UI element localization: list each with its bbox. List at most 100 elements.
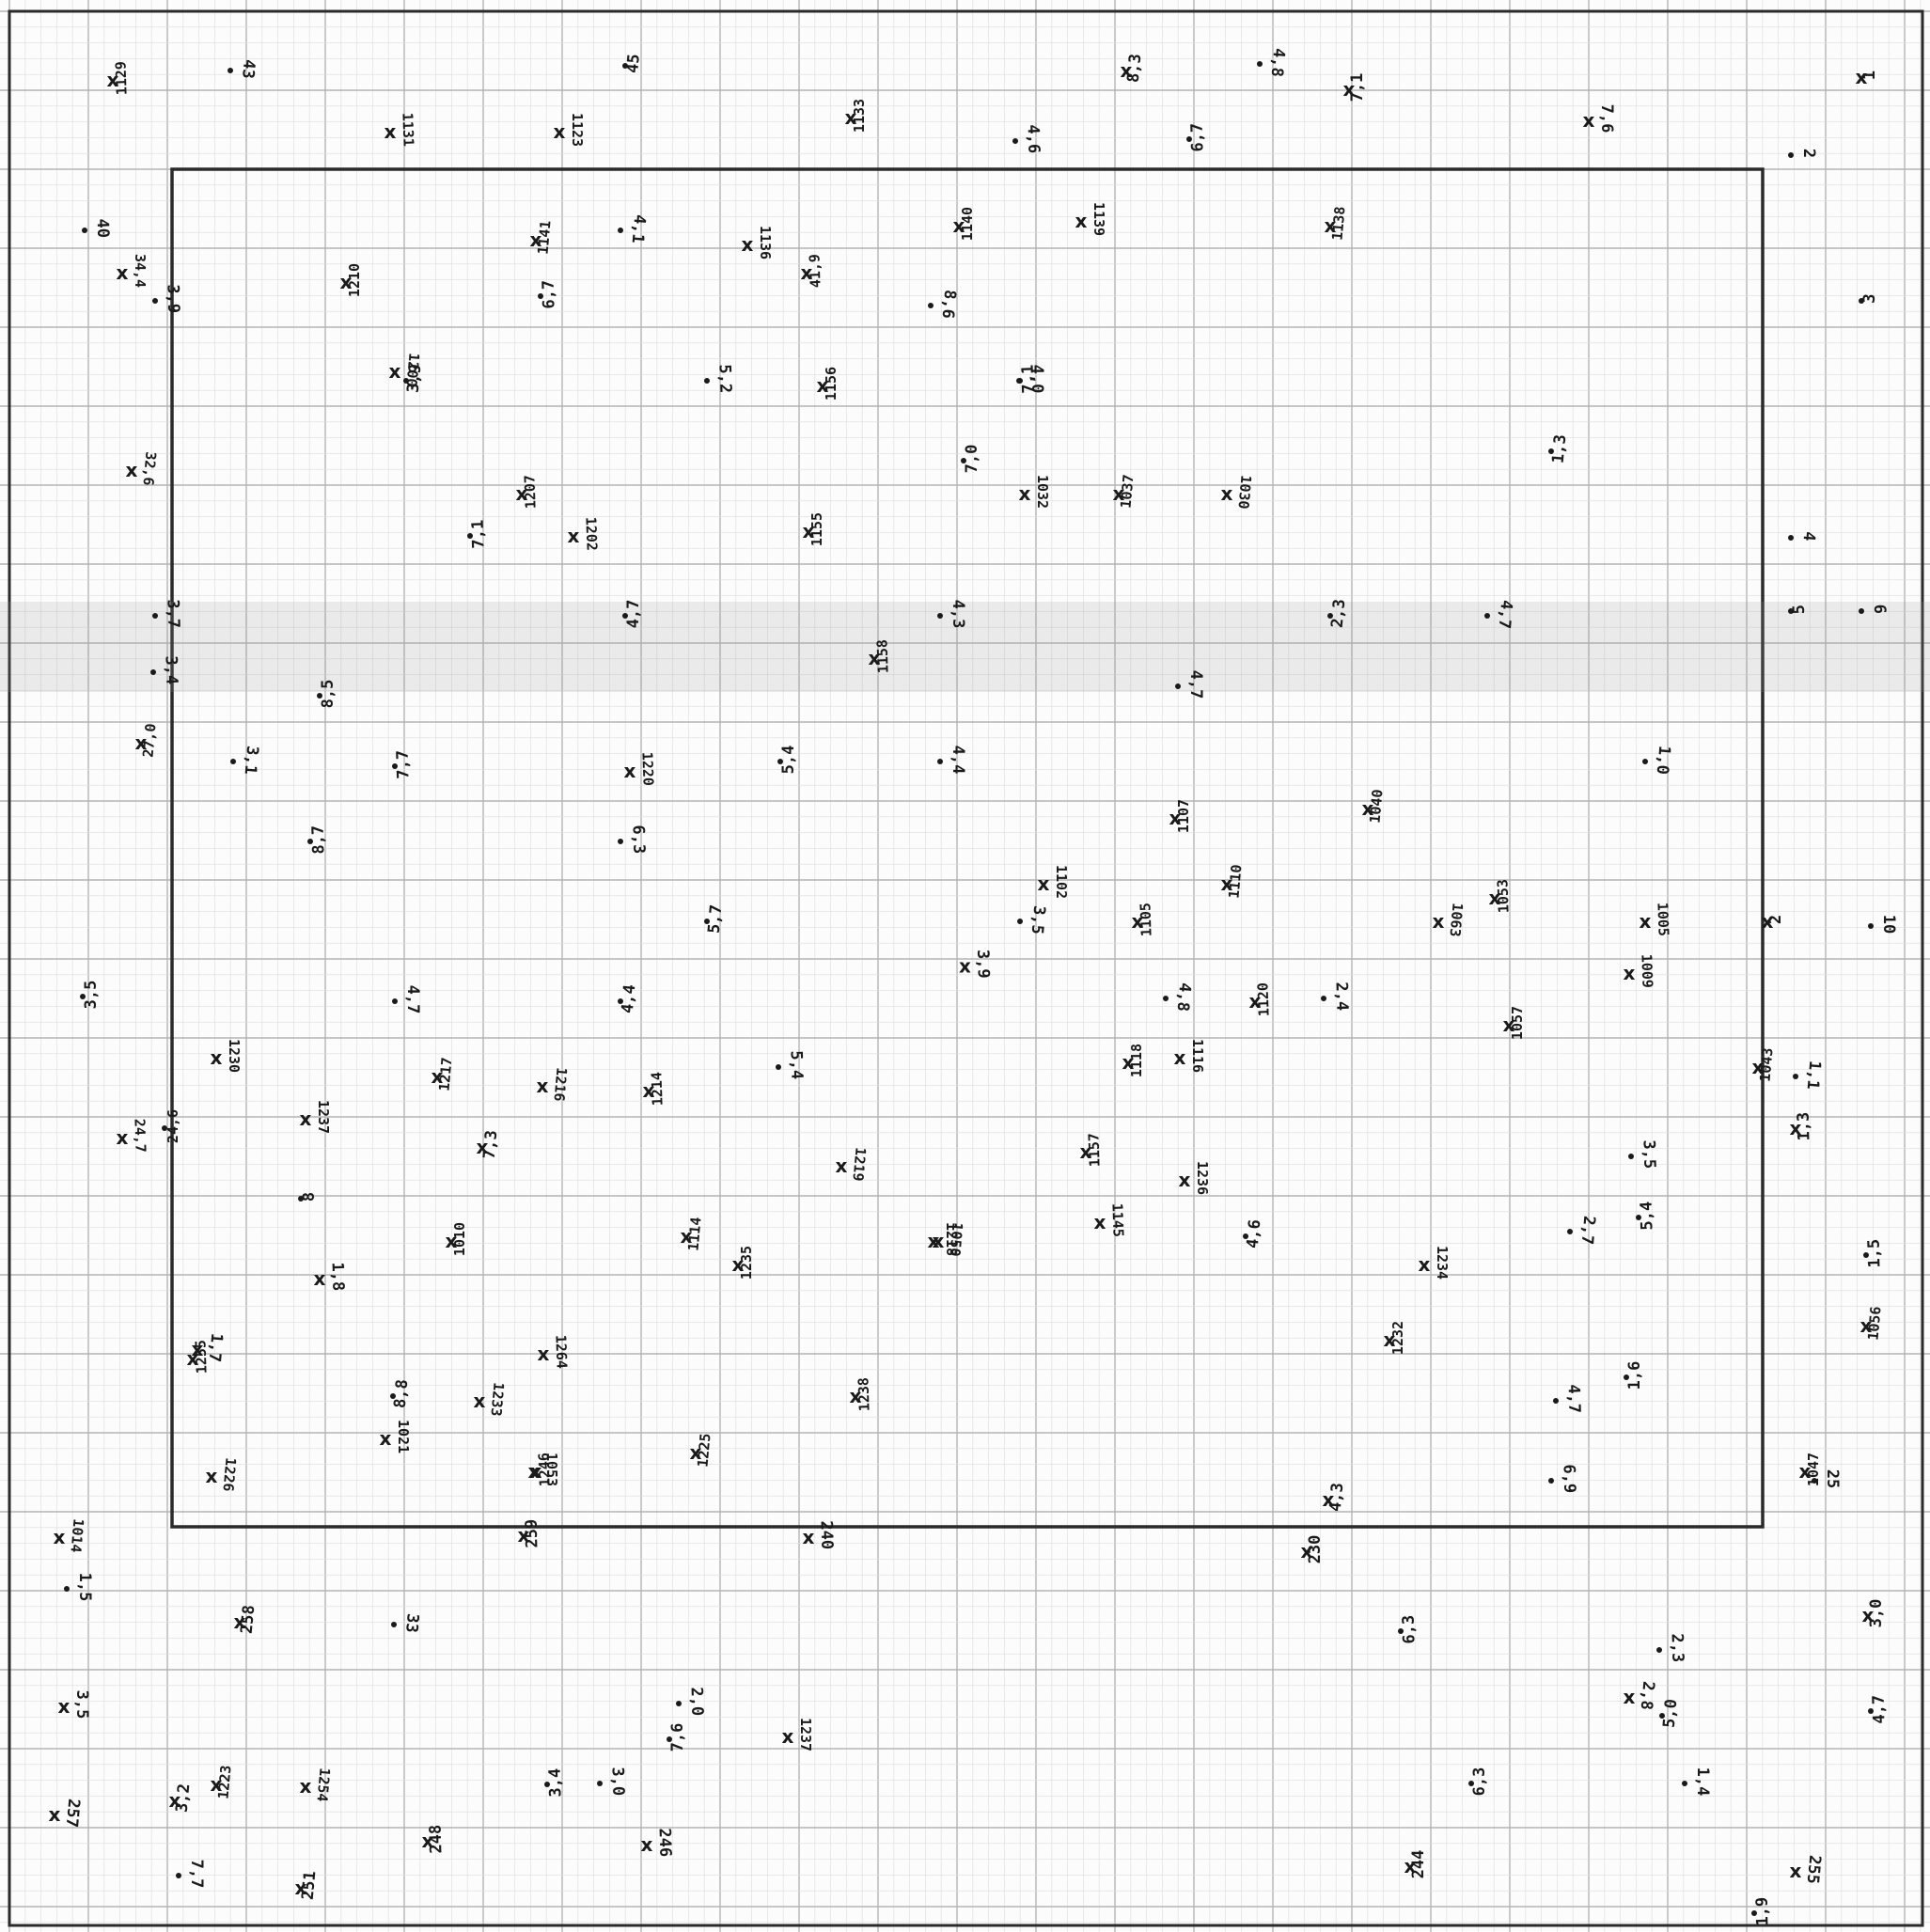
star-dot-marker: 4,8 xyxy=(1163,982,1194,1012)
star-label: 8,6 xyxy=(938,289,960,319)
star-dot-marker: 5,4 xyxy=(777,746,798,775)
star-dot-marker: 5,4 xyxy=(1636,1201,1657,1230)
star-cross-marker: x24,7 xyxy=(117,1118,149,1153)
star-cross-marker: x257 xyxy=(49,1798,84,1828)
star-cross-marker: x1237 xyxy=(300,1100,332,1134)
star-label: 3,2 xyxy=(173,1783,195,1813)
star-dot-marker: 3,5 xyxy=(1628,1139,1659,1169)
dot-mark xyxy=(1017,919,1023,924)
dot-mark xyxy=(618,839,623,844)
star-dot-marker: 5,2 xyxy=(704,364,735,393)
star-label: 1,0 xyxy=(1653,745,1674,775)
star-label: 1,5 xyxy=(75,1573,94,1602)
star-cross-marker: x8,3 xyxy=(1121,53,1146,83)
star-cross-marker: x1202 xyxy=(568,516,601,551)
star-label: 3,5 xyxy=(72,1690,91,1720)
star-label: 1010 xyxy=(451,1222,468,1256)
star-label: 1223 xyxy=(214,1765,234,1800)
star-dot-marker: 4,3 xyxy=(937,600,967,629)
cross-mark: x xyxy=(1038,872,1050,895)
star-cross-marker: x32,6 xyxy=(126,451,160,487)
star-label: 1234 xyxy=(1434,1246,1451,1280)
star-cross-marker: x1118 xyxy=(1122,1044,1145,1077)
star-dot-marker: 8,7 xyxy=(307,825,329,854)
star-label: 7,7 xyxy=(187,1860,206,1889)
star-label: 34,4 xyxy=(132,254,149,288)
star-label: 45 xyxy=(623,53,644,73)
dot-mark xyxy=(1012,138,1018,144)
star-dot-marker: 3,1 xyxy=(230,745,261,775)
dot-mark xyxy=(597,1781,603,1786)
star-label: 1,3 xyxy=(1549,433,1571,463)
star-cross-marker: x1140 xyxy=(953,207,976,241)
star-label: 1219 xyxy=(849,1147,869,1183)
cross-mark: x xyxy=(126,459,138,481)
star-label: 4,4 xyxy=(949,746,967,775)
star-label: 5,4 xyxy=(1637,1201,1656,1230)
cross-mark: x xyxy=(206,1465,218,1487)
cross-mark: x xyxy=(389,360,401,383)
star-label: 3,5 xyxy=(1028,904,1049,935)
star-label: 5 xyxy=(1790,605,1809,615)
star-cross-marker: x1254 xyxy=(300,1767,334,1803)
star-label: 5,4 xyxy=(779,746,798,775)
star-label: 1237 xyxy=(315,1100,332,1134)
star-dot-marker: 1,3 xyxy=(1548,433,1570,463)
dot-mark xyxy=(392,998,398,1004)
star-label: 1118 xyxy=(1128,1044,1145,1077)
star-label: 1040 xyxy=(1366,789,1386,825)
star-label: 4,7 xyxy=(403,985,422,1014)
star-dot-marker: 6 xyxy=(1859,604,1889,614)
star-dot-marker: 2,7 xyxy=(1567,1215,1598,1245)
star-label: 4,7 xyxy=(1869,1694,1889,1723)
star-label: 1254 xyxy=(313,1767,333,1803)
star-label: 1155 xyxy=(808,512,825,546)
star-dot-marker: 3,5 xyxy=(1017,904,1048,935)
star-dot-marker: 2,3 xyxy=(1327,598,1349,628)
star-dot-marker: 2,0 xyxy=(676,1687,707,1716)
dot-mark xyxy=(64,1586,70,1592)
cross-mark: x xyxy=(1179,1169,1191,1191)
star-cross-marker: x230 xyxy=(1301,1535,1325,1564)
dot-mark xyxy=(1548,1478,1554,1484)
star-cross-marker: x27,0 xyxy=(135,723,160,759)
star-cross-marker: x1233 xyxy=(474,1382,508,1418)
star-label: 1,8 xyxy=(327,1262,347,1291)
star-dot-marker: 5,0 xyxy=(1659,1698,1681,1728)
star-label: 1200 xyxy=(402,353,422,388)
star-cross-marker: x3,0 xyxy=(1862,1599,1886,1628)
cross-mark: x xyxy=(380,1427,392,1450)
star-label: 1136 xyxy=(757,226,774,259)
star-dot-marker: 7,7 xyxy=(176,1860,206,1889)
cross-mark: x xyxy=(554,120,566,143)
star-cross-marker: x7,1 xyxy=(1343,73,1367,102)
cross-mark: x xyxy=(1583,109,1595,132)
star-cross-marker: x1217 xyxy=(432,1057,456,1092)
star-label: 1230 xyxy=(226,1039,243,1073)
star-label: 1056 xyxy=(1864,1306,1884,1342)
star-cross-marker: x1 xyxy=(1856,66,1879,88)
dot-mark xyxy=(1257,61,1263,67)
star-cross-marker: x4,3 xyxy=(1323,1482,1348,1512)
star-label: 3,1 xyxy=(241,745,262,775)
star-label: 5,0 xyxy=(1660,1698,1682,1728)
star-cross-marker: x1136 xyxy=(742,226,774,259)
dot-mark xyxy=(1642,759,1648,764)
star-label: 6,3 xyxy=(1470,1767,1489,1797)
star-label: 7,6 xyxy=(1597,104,1616,134)
star-label: 6,7 xyxy=(539,279,558,308)
star-cross-marker: x3,9 xyxy=(959,950,993,979)
star-label: 1220 xyxy=(638,751,656,786)
star-label: 1255 xyxy=(192,1340,210,1374)
star-label: 1107 xyxy=(1175,799,1192,833)
star-dot-marker: 6,3 xyxy=(1468,1767,1489,1797)
star-cross-marker: x1005 xyxy=(1640,902,1672,936)
star-label: 10 xyxy=(1879,915,1898,934)
dot-mark xyxy=(704,378,710,384)
star-label: 2 xyxy=(1766,915,1785,924)
dot-mark xyxy=(776,1064,781,1070)
